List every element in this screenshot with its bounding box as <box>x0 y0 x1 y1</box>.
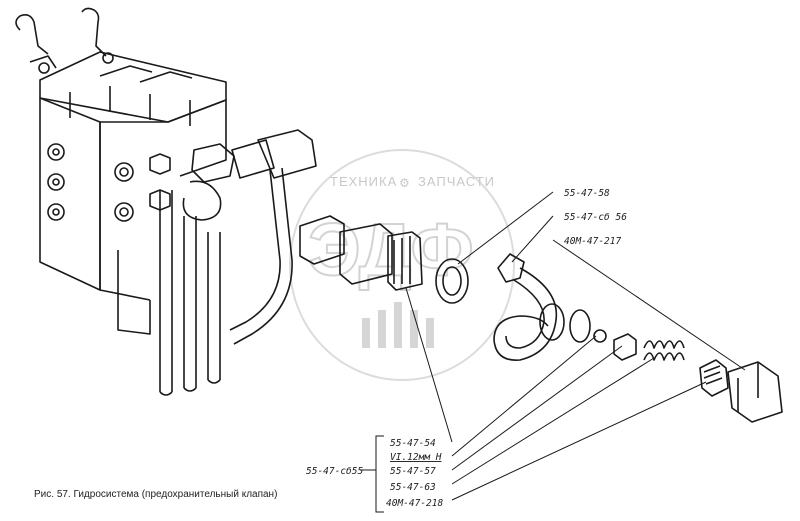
ring-washer <box>569 309 591 343</box>
hydraulic-distributor <box>15 7 317 396</box>
safety-valve-parts <box>299 215 783 423</box>
wheat-icon <box>362 302 434 348</box>
callout-55-47-58: 55-47-58 <box>564 188 610 199</box>
valve-body <box>299 215 345 265</box>
callout-55-47-sb56: 55-47-сб 56 <box>564 212 627 223</box>
cap-nut <box>727 361 783 423</box>
callout-40m-47-217: 40М-47-217 <box>564 236 621 247</box>
adjusting-screw <box>699 359 729 397</box>
callout-40m-47-218: 40М-47-218 <box>386 498 443 509</box>
valve-spring <box>643 340 685 361</box>
callout-55-47-57: 55-47-57 <box>390 466 436 477</box>
gear-icon: ⚙ <box>399 176 410 190</box>
spring-guide <box>613 333 637 361</box>
leader-lines <box>360 191 746 513</box>
watermark-text-right: ЗАПЧАСТИ <box>418 174 495 189</box>
valve-ball <box>593 329 607 343</box>
callout-55-47-63: 55-47-63 <box>390 482 436 493</box>
watermark-text-left: ТЕХНИКА <box>330 174 397 189</box>
callout-thread-size: VI.12мм Н <box>390 452 442 463</box>
watermark: ТЕХНИКА ⚙ ЗАПЧАСТИ ЭДФ <box>289 149 515 381</box>
group-label: 55-47-сб55 <box>306 466 363 477</box>
sealing-washer <box>435 258 469 304</box>
watermark-logo: ЭДФ <box>308 208 474 291</box>
callout-55-47-54: 55-47-54 <box>390 438 436 449</box>
figure-caption: Рис. 57. Гидросистема (предохранительный… <box>34 489 277 500</box>
